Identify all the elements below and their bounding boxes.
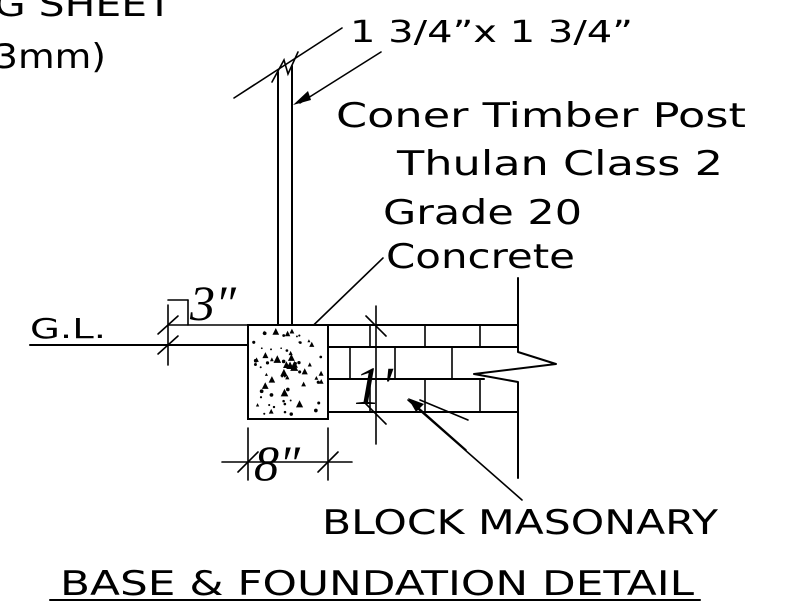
thickness-label-fragment: 3mm) [0, 37, 106, 77]
concrete-aggregate-speck [289, 328, 295, 334]
concrete-aggregate-speck [287, 353, 295, 361]
concrete-aggregate-speck [282, 399, 285, 403]
concrete-aggregate-speck [298, 334, 301, 337]
concrete-aggregate-speck [298, 370, 302, 374]
footing-height-dimension [365, 305, 387, 445]
concrete-aggregate-speck [288, 350, 293, 356]
concrete-aggregate-speck [273, 355, 282, 363]
concrete-aggregate-speck [285, 349, 289, 352]
concrete-aggregate-speck [296, 335, 298, 338]
concrete-aggregate-speck [289, 412, 293, 416]
masonry-label: BLOCK MASONARY [322, 503, 718, 543]
concrete-aggregate-speck [264, 372, 268, 376]
concrete-aggregate-speck [283, 375, 286, 378]
concrete-aggregate-speck [301, 381, 307, 387]
concrete-label: Concrete [386, 237, 575, 277]
concrete-aggregate-speck [317, 401, 321, 405]
post-embed-dimension [157, 299, 249, 366]
concrete-aggregate-speck [261, 382, 269, 389]
concrete-aggregate-speck [282, 334, 286, 337]
footing-width-dimension [221, 427, 353, 481]
concrete-aggregate-speck [307, 339, 311, 343]
concrete-aggregate-speck [253, 358, 258, 363]
concrete-aggregate-speck [284, 330, 291, 337]
concrete-aggregate-speck [259, 396, 263, 399]
concrete-footing [247, 324, 329, 420]
concrete-aggregate-speck [259, 389, 264, 394]
concrete-aggregate-speck [255, 403, 260, 407]
concrete-aggregate-speck [281, 375, 284, 378]
concrete-aggregate-speck [309, 341, 315, 347]
concrete-aggregate-speck [268, 408, 274, 414]
concrete-aggregate-speck [280, 368, 288, 377]
concrete-aggregate-speck [307, 362, 312, 367]
concrete-aggregate-speck [259, 366, 262, 369]
concrete-aggregate-speck [283, 402, 287, 406]
ground-level-label: G.L. [30, 312, 106, 345]
concrete-aggregate-speck [265, 361, 270, 365]
concrete-aggregate-speck [272, 328, 280, 335]
concrete-aggregate-speck [269, 357, 274, 362]
concrete-aggregate-speck [268, 403, 271, 407]
concrete-aggregate-speck [252, 340, 256, 344]
concrete-aggregate-speck [314, 375, 319, 380]
concrete-aggregate-speck [253, 362, 257, 366]
concrete-aggregate-speck [316, 380, 320, 384]
post-size-leader [233, 27, 382, 105]
post-description-line2: Thulan Class 2 [396, 144, 723, 184]
concrete-grade-label: Grade 20 [383, 193, 582, 233]
concrete-aggregate-speck [298, 341, 301, 344]
concrete-aggregate-speck [262, 330, 266, 334]
concrete-aggregate-speck [286, 387, 290, 392]
concrete-aggregate-speck [262, 352, 269, 359]
concrete-aggregate-speck [280, 388, 289, 397]
concrete-aggregate-speck [281, 359, 286, 364]
concrete-aggregate-speck [272, 405, 276, 409]
concrete-aggregate-speck [285, 375, 290, 380]
concrete-aggregate-speck [268, 376, 276, 383]
concrete-aggregate-speck [269, 393, 274, 397]
concrete-aggregate-speck [260, 347, 263, 350]
post-size-label: 1 3/4”x 1 3/4” [350, 15, 633, 50]
footing-width-dimension-text: 8″ [254, 435, 301, 491]
concrete-aggregate-speck [314, 408, 318, 413]
sheet-label-fragment: G SHEET [0, 0, 172, 25]
concrete-aggregate-speck [283, 410, 287, 414]
post-embed-dimension-text: 3″ [189, 275, 237, 331]
post-description-line1: Coner Timber Post [336, 96, 746, 136]
concrete-aggregate-speck [301, 368, 308, 375]
concrete-aggregate-speck [286, 365, 290, 369]
concrete-aggregate-speck [318, 379, 324, 384]
concrete-aggregate-speck [270, 348, 272, 351]
concrete-aggregate-speck [280, 347, 282, 350]
masonry-leader [407, 398, 523, 501]
detail-title: BASE & FOUNDATION DETAIL [60, 564, 694, 603]
concrete-aggregate-speck [297, 361, 301, 365]
concrete-aggregate-speck [263, 412, 266, 415]
concrete-aggregate-speck [318, 370, 324, 376]
concrete-aggregate-speck [289, 399, 292, 402]
concrete-aggregate-speck [319, 355, 323, 359]
timber-post [271, 51, 299, 331]
concrete-aggregate-speck [295, 400, 304, 408]
footing-height-dimension-text: 1′ [354, 356, 394, 416]
